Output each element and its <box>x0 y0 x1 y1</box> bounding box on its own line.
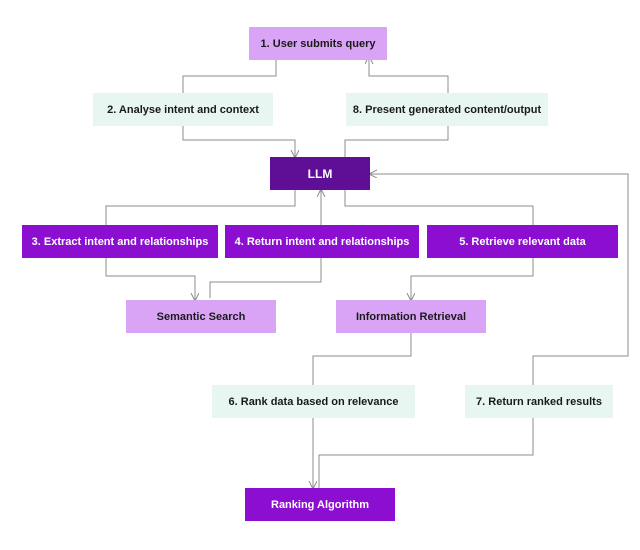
node-return-intent: 4. Return intent and relationships <box>225 225 419 258</box>
connector-ranking-to-return-ranked <box>318 418 534 488</box>
node-semantic-search: Semantic Search <box>126 300 276 333</box>
connector-analyse-to-llm <box>182 126 295 157</box>
node-extract-intent: 3. Extract intent and relationships <box>22 225 218 258</box>
node-ranking-algorithm: Ranking Algorithm <box>245 488 395 521</box>
connector-return-ranked-to-llm <box>370 174 629 385</box>
connector-llm-to-extract <box>105 190 296 225</box>
node-information-retrieval: Information Retrieval <box>336 300 486 333</box>
node-llm: LLM <box>270 157 370 190</box>
node-user-submits-query: 1. User submits query <box>249 27 387 60</box>
connector-semantic-to-return <box>209 258 322 298</box>
connector-llm-to-present <box>344 126 449 157</box>
node-retrieve-data: 5. Retrieve relevant data <box>427 225 618 258</box>
node-return-ranked: 7. Return ranked results <box>465 385 613 418</box>
connector-llm-to-retrieve <box>344 190 534 225</box>
connector-retrieve-to-information <box>411 258 534 300</box>
node-analyse-intent: 2. Analyse intent and context <box>93 93 273 126</box>
connector-query-to-analyse <box>182 60 277 93</box>
node-rank-data: 6. Rank data based on relevance <box>212 385 415 418</box>
connector-present-to-query <box>369 57 449 93</box>
node-present-output: 8. Present generated content/output <box>346 93 548 126</box>
connector-information-to-rank <box>312 333 412 385</box>
connector-extract-to-semantic <box>105 258 195 300</box>
